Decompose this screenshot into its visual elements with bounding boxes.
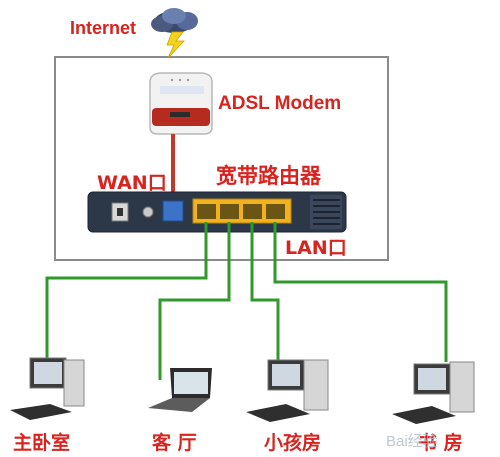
laptop-computer-icon	[148, 368, 212, 412]
home-network-enclosure	[54, 56, 389, 261]
router-label: 宽带路由器	[216, 164, 321, 188]
room-label: 主卧室	[13, 432, 71, 454]
desktop-computer-icon	[246, 359, 329, 422]
watermark: Bai经验	[386, 433, 438, 450]
room-label: 小孩房	[264, 432, 322, 454]
desktop-computer-icon	[392, 361, 475, 424]
modem-label: ADSL Modem	[218, 93, 342, 114]
lan-port-label: LAN口	[285, 237, 347, 259]
lan-cables	[45, 222, 448, 380]
adsl-modem-icon	[149, 72, 213, 135]
room-label: 客 厅	[152, 432, 197, 454]
wan-port	[162, 200, 184, 222]
internet-label: Internet	[70, 18, 137, 38]
lightning-icon	[166, 31, 185, 59]
broadband-router-icon	[87, 191, 347, 233]
room-label: 书 房	[418, 432, 463, 454]
cloud-icon	[151, 8, 198, 33]
wan-port-label: WAN口	[97, 172, 167, 194]
desktop-computer-icon	[10, 357, 85, 420]
